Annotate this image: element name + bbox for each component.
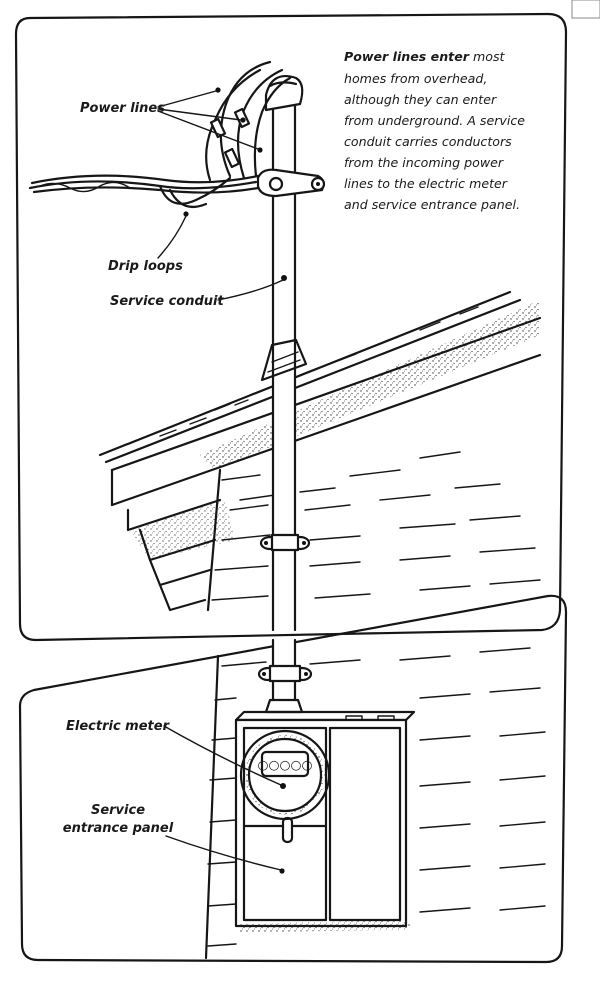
leader-lines-top xyxy=(157,90,284,301)
caption-line-1-rest: most xyxy=(469,49,506,64)
siding-lower xyxy=(204,647,546,960)
meter-dial: ○○○○○ xyxy=(258,757,313,772)
service-conduit xyxy=(259,74,311,632)
roof xyxy=(98,290,542,507)
caption-line-5: conduit carries conductors xyxy=(344,134,512,149)
label-power-lines: Power lines xyxy=(80,101,165,116)
power-lines xyxy=(28,60,292,217)
label-drip-loops: Drip loops xyxy=(108,259,183,274)
service-conduit-lower xyxy=(257,638,313,714)
leader-lines-bottom xyxy=(163,725,285,874)
caption-line-6: from the incoming power xyxy=(344,155,504,170)
siding-upper xyxy=(206,451,541,612)
caption: Power lines enter most homes from overhe… xyxy=(344,49,525,212)
page-corner-tab xyxy=(571,0,600,19)
conduit-strap-lower xyxy=(257,664,313,683)
service-drop-clamp xyxy=(256,168,326,198)
caption-line-4: from underground. A service xyxy=(344,113,525,128)
caption-line-7: lines to the electric meter xyxy=(344,176,508,191)
caption-line-2: homes from overhead, xyxy=(344,71,487,86)
top-panel: Power lines Drip loops Service conduit P… xyxy=(14,12,568,642)
label-electric-meter: Electric meter xyxy=(66,719,171,734)
label-service-conduit: Service conduit xyxy=(110,294,224,309)
caption-line-3: although they can enter xyxy=(344,92,497,107)
electric-meter: ○○○○○ xyxy=(239,729,331,821)
conduit-strap-upper xyxy=(259,533,311,552)
label-service-entrance-panel-line-2: entrance panel xyxy=(63,821,174,836)
eave xyxy=(126,498,235,612)
label-service-entrance-panel-line-1: Service xyxy=(91,803,145,818)
bottom-panel: ○○○○○ Electric meter Service entrance pa… xyxy=(18,594,568,964)
caption-lead: Power lines enter xyxy=(344,49,470,64)
caption-line-1: Power lines enter most xyxy=(344,49,506,64)
caption-line-8: and service entrance panel. xyxy=(344,197,520,212)
